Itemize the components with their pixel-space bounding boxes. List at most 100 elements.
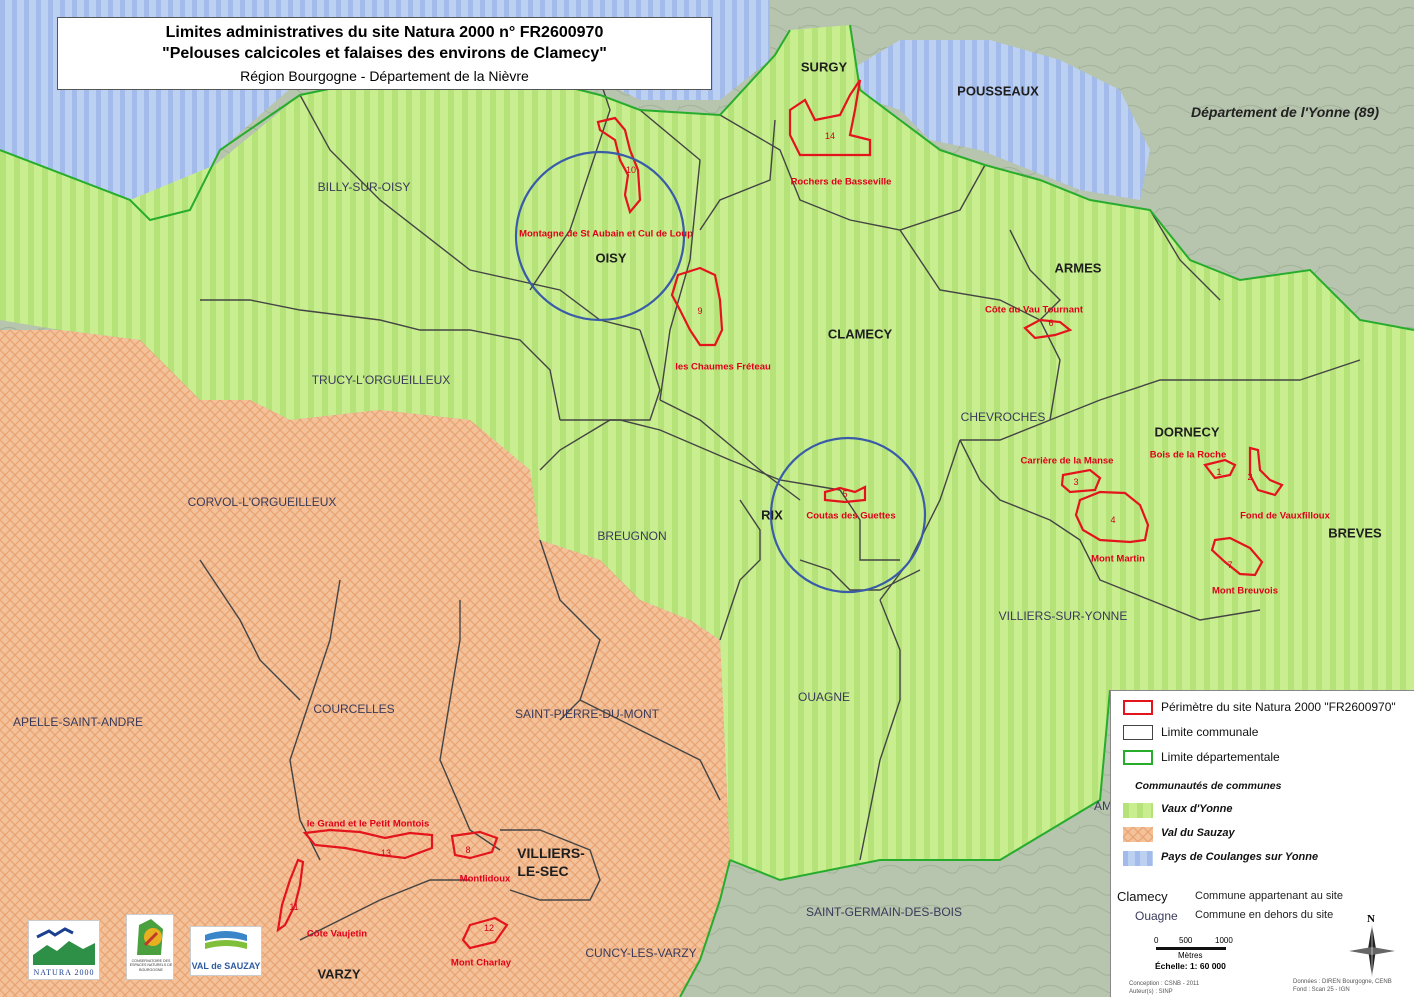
site-name-label: Mont Charlay — [450, 957, 512, 969]
site-number: 5 — [842, 489, 848, 499]
site-number: 1 — [1216, 467, 1222, 477]
commune-label: VILLIERS-SUR-YONNE — [998, 609, 1128, 623]
site-2-outline — [1248, 446, 1284, 497]
area-pays-de-coulanges-east — [850, 40, 1150, 200]
legend-val-sauzay-swatch — [1123, 827, 1153, 842]
department-label: Département de l'Yonne (89) — [1191, 104, 1379, 120]
commune-label: BREUGNON — [597, 529, 667, 543]
credit-line-2: Auteur(s) : SINP — [1129, 989, 1173, 995]
commune-label: OISY — [595, 250, 627, 266]
site-4-outline — [1074, 490, 1150, 544]
site-name-label: Carrière de la Manse — [1020, 455, 1114, 467]
site-11-outline — [276, 858, 305, 933]
site-number: 3 — [1073, 477, 1079, 487]
commune-label: RIX — [761, 507, 783, 523]
commune-label: ARMES — [1054, 260, 1102, 276]
commune-label: APELLE-SAINT-ANDRE — [12, 715, 144, 729]
commune-label: BREVES — [1328, 525, 1382, 541]
site-name-label: Rochers de Basseville — [790, 176, 892, 188]
val-de-sauzay-logo-text: VAL de SAUZAY — [191, 961, 261, 971]
site-number: 8 — [465, 845, 471, 855]
site-name-label: Coutas des Guettes — [806, 510, 896, 522]
credit-line-1: Conception : CSNB - 2011 — [1129, 981, 1200, 987]
site-name-label: Mont Breuvois — [1212, 585, 1278, 597]
legend-cc-val-sauzay-text: Val du Sauzay — [1161, 827, 1235, 839]
commune-label: VARZY — [317, 966, 361, 982]
map-title-line1: Limites administratives du site Natura 2… — [165, 24, 604, 41]
commune-label: CLAMECY — [827, 326, 893, 342]
site-name-label: le Grand et le Petit Montois — [306, 818, 430, 830]
site-14-outline — [788, 79, 872, 157]
legend-example-out-name: Ouagne — [1135, 909, 1178, 923]
scale-tick-label: 1000 — [1215, 936, 1233, 945]
map-legend: Périmètre du site Natura 2000 "FR2600970… — [1110, 690, 1414, 997]
commune-label: CHEVROCHES — [960, 410, 1046, 424]
site-10-outline — [596, 116, 642, 215]
val-de-sauzay-logo: VAL de SAUZAY — [190, 926, 262, 976]
site-3-outline — [1060, 468, 1102, 494]
scale-tick-label: 0 — [1154, 936, 1159, 945]
site-number: 6 — [1048, 318, 1054, 328]
highlight-circle-oisy — [514, 150, 686, 322]
map-title-line3: Région Bourgogne - Département de la Niè… — [240, 68, 529, 84]
site-name-label: Montlidoux — [459, 873, 511, 885]
site-name-label: Fond de Vauxfilloux — [1240, 510, 1330, 522]
site-name-label: Côte du Vau Tournant — [985, 304, 1083, 316]
legend-limite-departementale-swatch — [1123, 750, 1153, 765]
site-name-label: Montagne de St Aubain et Cul de Loup — [519, 228, 693, 240]
commune-label: DORNECY — [1154, 424, 1220, 440]
site-number: 10 — [625, 165, 637, 175]
site-name-label: Côte Vaujetin — [306, 928, 368, 940]
site-number: 9 — [697, 306, 703, 316]
site-8-outline — [450, 830, 499, 860]
val-de-sauzay-wave-icon — [205, 931, 247, 949]
north-label: N — [1367, 913, 1375, 925]
map-title-box: Limites administratives du site Natura 2… — [57, 17, 712, 90]
legend-coulanges-swatch — [1123, 851, 1153, 866]
legend-limite-communale-text: Limite communale — [1161, 725, 1259, 739]
legend-vaux-yonne-swatch — [1123, 803, 1153, 818]
commune-label: SAINT-PIERRE-DU-MONT — [515, 707, 659, 721]
site-perimeters — [276, 79, 1284, 950]
legend-limite-communale-swatch — [1123, 725, 1153, 740]
source-line-1: Données : DIREN Bourgogne, CENB — [1293, 979, 1392, 985]
commune-limits — [199, 79, 1361, 941]
commune-label: SAINT-GERMAIN-DES-BOIS — [805, 905, 963, 919]
cen-leaf-icon — [137, 919, 163, 955]
scale-unit: Mètres — [1178, 951, 1203, 960]
legend-perimetre-text: Périmètre du site Natura 2000 "FR2600970… — [1161, 700, 1396, 714]
commune-label: OUAGNE — [797, 690, 851, 704]
commune-label: POUSSEAUX — [957, 83, 1039, 99]
cen-bourgogne-logo-text: CONSERVATOIRE DES ESPACES NATURELS DE BO… — [129, 959, 173, 972]
cen-bourgogne-logo: CONSERVATOIRE DES ESPACES NATURELS DE BO… — [126, 914, 174, 980]
commune-label: CUNCY-LES-VARZY — [585, 946, 697, 960]
site-5-outline — [823, 485, 867, 504]
site-9-outline — [670, 266, 724, 347]
scale-tick-label: 500 — [1179, 936, 1193, 945]
site-number: 14 — [824, 131, 836, 141]
site-7-outline — [1210, 536, 1264, 577]
natura-2000-logo: NATURA 2000 — [28, 920, 100, 980]
area-vaux-d-yonne — [0, 25, 1414, 880]
legend-limite-departementale-text: Limite départementale — [1161, 750, 1280, 764]
area-val-du-sauzay — [0, 330, 730, 997]
departmental-limits — [0, 24, 1414, 997]
site-12-outline — [461, 916, 509, 950]
site-number: 4 — [1110, 515, 1116, 525]
scale-text: Échelle: 1: 60 000 — [1155, 961, 1226, 971]
legend-example-in-desc: Commune appartenant au site — [1195, 890, 1343, 902]
source-line-2: Fond : Scan 25 - IGN — [1293, 987, 1350, 993]
commune-label: COURCELLES — [313, 702, 395, 716]
legend-perimetre-swatch — [1123, 700, 1153, 715]
commune-label: TRUCY-L'ORGUEILLEUX — [311, 373, 451, 387]
commune-label: BILLY-SUR-OISY — [317, 180, 411, 194]
legend-example-in-name: Clamecy — [1117, 889, 1168, 904]
legend-cc-vaux-yonne-text: Vaux d'Yonne — [1161, 803, 1233, 815]
commune-label: VILLIERS- — [517, 845, 585, 861]
natura-2000-logo-text: NATURA 2000 — [33, 968, 95, 977]
site-number: 11 — [289, 902, 299, 912]
scale-bar-line — [1156, 947, 1226, 950]
site-number: 13 — [380, 848, 392, 858]
commune-label: SURGY — [800, 59, 848, 75]
